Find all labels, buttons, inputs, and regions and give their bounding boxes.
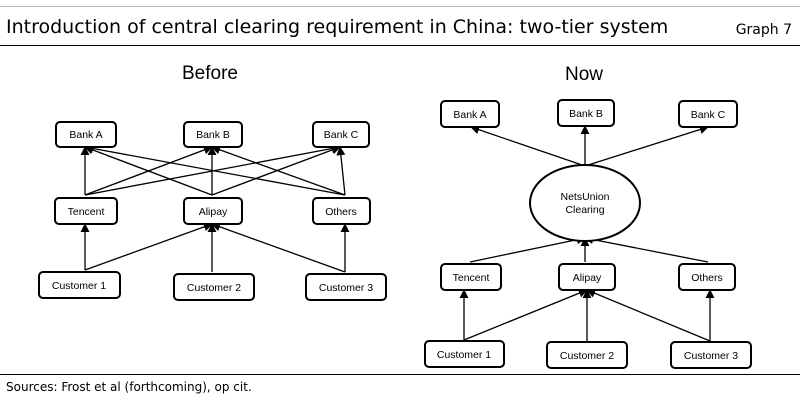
node-label: Bank A [453, 109, 486, 121]
node-label: Tencent [68, 206, 105, 218]
edge-customer1-alipay [84, 222, 213, 271]
node-label: Customer 2 [187, 282, 241, 294]
now-bank-b-node: Bank B [557, 99, 615, 127]
node-label: Bank C [691, 109, 726, 121]
edge-hub-banka [470, 125, 586, 167]
source-note: Sources: Frost et al (forthcoming), op c… [6, 380, 252, 394]
before-edges [80, 144, 350, 273]
graph-number: Graph 7 [735, 22, 792, 38]
edge-hub-bankc [584, 125, 709, 167]
before-customer-3-node: Customer 3 [305, 273, 387, 301]
now-bank-a-node: Bank A [440, 100, 500, 128]
now-tencent-node: Tencent [440, 263, 502, 291]
header-rule [0, 45, 800, 46]
hub-label-line-1: NetsUnion [560, 191, 609, 203]
before-bank-a-node: Bank A [55, 121, 117, 148]
before-panel: Before Bank A Bank B [38, 63, 387, 301]
now-panel: Now Bank A Bank B Bank C [424, 64, 752, 369]
edge-customer3-alipay [211, 222, 346, 273]
before-bank-c-node: Bank C [312, 121, 370, 148]
top-rule [0, 6, 800, 7]
edge-alipay-bankc [211, 145, 341, 196]
edge-others-banka [84, 144, 346, 196]
node-label: Customer 1 [52, 280, 106, 292]
edge-others-hub [584, 235, 709, 263]
node-label: Customer 1 [437, 349, 491, 361]
now-bank-c-node: Bank C [678, 100, 738, 128]
now-netsunion-clearing-hub: NetsUnion Clearing [529, 164, 641, 242]
node-label: Customer 3 [319, 282, 373, 294]
now-others-node: Others [678, 263, 736, 291]
node-label: Tencent [453, 272, 490, 284]
node-label: Bank C [324, 129, 359, 141]
footer-rule [0, 374, 800, 375]
node-label: Customer 2 [560, 350, 614, 362]
before-customer-2-node: Customer 2 [173, 273, 255, 301]
graph-title: Introduction of central clearing require… [6, 16, 669, 38]
node-label: Others [691, 272, 723, 284]
node-label: Customer 3 [684, 350, 738, 362]
before-alipay-node: Alipay [183, 197, 243, 225]
node-label: Others [325, 206, 357, 218]
node-label: Bank A [69, 129, 102, 141]
now-alipay-node: Alipay [558, 263, 616, 291]
edge-others-bankc [336, 146, 346, 196]
edge-customer1-alipay [463, 288, 588, 341]
edge-alipay-banka [84, 145, 213, 196]
now-customer-2-node: Customer 2 [546, 341, 628, 369]
now-customer-3-node: Customer 3 [670, 341, 752, 369]
before-others-node: Others [312, 197, 371, 225]
edge-others-bankb [211, 145, 346, 196]
before-bank-b-node: Bank B [183, 121, 243, 148]
node-label: Alipay [573, 272, 602, 284]
before-customer-1-node: Customer 1 [38, 271, 121, 299]
clearing-diagram: Before Bank A Bank B [38, 63, 752, 369]
before-panel-title: Before [182, 63, 238, 84]
node-label: Alipay [199, 206, 228, 218]
now-edges [459, 125, 715, 342]
now-customer-1-node: Customer 1 [424, 340, 505, 368]
edge-customer3-alipay [586, 288, 711, 342]
edge-tencent-hub [469, 235, 586, 263]
now-panel-title: Now [565, 64, 603, 85]
hub-label-line-2: Clearing [565, 204, 604, 216]
before-tencent-node: Tencent [54, 197, 118, 225]
node-label: Bank B [196, 129, 230, 141]
node-label: Bank B [569, 108, 603, 120]
